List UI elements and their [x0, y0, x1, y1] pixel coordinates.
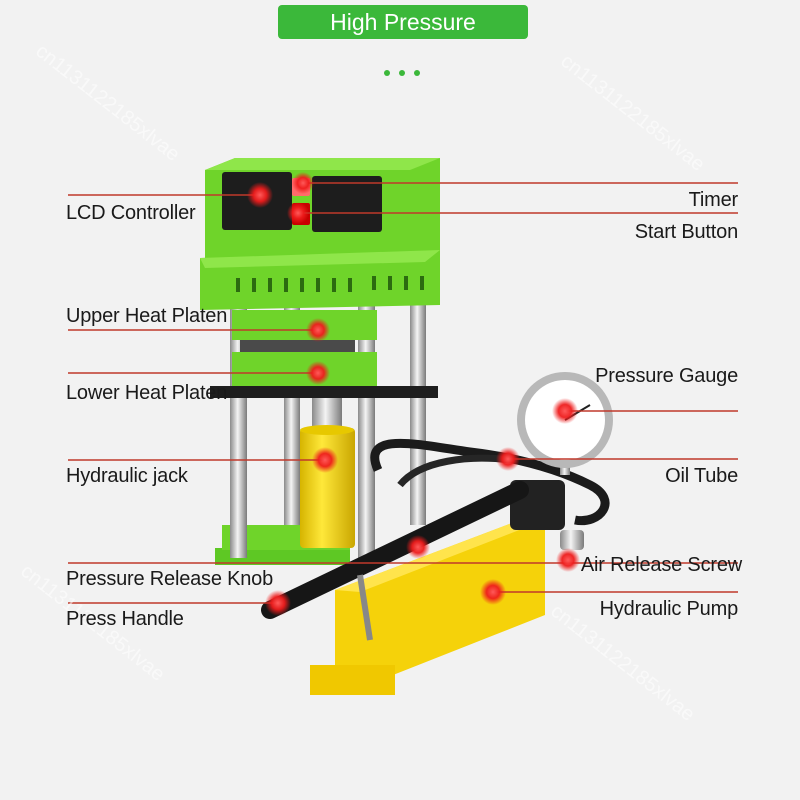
dot [384, 70, 390, 76]
heat-platens [210, 310, 438, 398]
label-lcd-controller: LCD Controller [66, 202, 196, 224]
label-pressure-gauge: Pressure Gauge [595, 365, 738, 387]
header-title: High Pressure [330, 8, 476, 35]
pagination-dots [384, 70, 420, 80]
upper-housing [200, 250, 440, 310]
label-hydraulic-jack: Hydraulic jack [66, 465, 188, 487]
label-hydraulic-pump: Hydraulic Pump [599, 598, 739, 620]
label-lower-heat-platen: Lower Heat Platen [66, 382, 228, 404]
label-press-handle: Press Handle [66, 608, 184, 630]
callout-markers [247, 172, 580, 616]
header-banner: High Pressure [278, 5, 528, 39]
label-start-button: Start Button [634, 221, 738, 243]
label-upper-heat-platen: Upper Heat Platen [66, 305, 228, 327]
hydraulic-pump [310, 480, 584, 695]
leader-lines [68, 182, 738, 604]
dot [399, 70, 405, 76]
label-air-release-screw: Air Release Screw [580, 554, 742, 576]
label-oil-tube: Oil Tube [665, 465, 738, 487]
oil-tube [370, 438, 610, 526]
press-handle [261, 481, 529, 641]
label-timer: Timer [688, 189, 739, 211]
dot [414, 70, 420, 76]
label-pressure-release-knob: Pressure Release Knob [66, 568, 274, 590]
controller-box [205, 158, 440, 262]
